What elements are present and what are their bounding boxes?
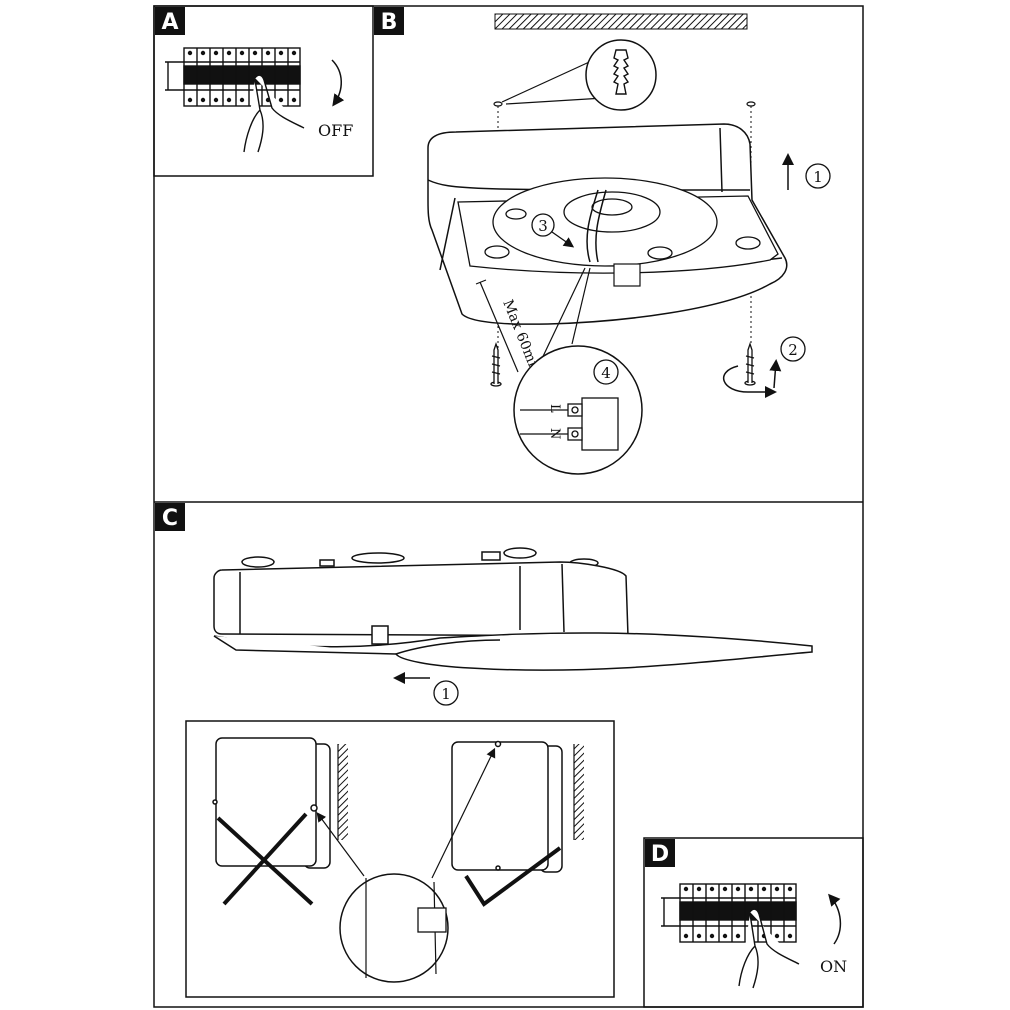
panel-d-letter: D: [651, 842, 669, 867]
panel-b-letter: B: [381, 10, 398, 35]
switch-on-arrow: [828, 893, 842, 945]
lamp-side-view: [213, 547, 813, 671]
panel-a-letter: A: [161, 10, 178, 35]
wrong-orientation: [212, 737, 331, 869]
terminal-l-label: L: [547, 404, 562, 413]
wall-plug-icon: [612, 49, 630, 95]
wall-hatch-right: [574, 744, 584, 840]
panel-c-letter: C: [162, 506, 178, 531]
mains-cable: [586, 189, 607, 263]
step-1-label: 1: [813, 168, 823, 186]
correct-orientation: [451, 740, 563, 873]
panel-c-letter-box: [155, 503, 185, 531]
breaker-bank-a: [165, 47, 301, 107]
wrong-cross-icon: [216, 812, 314, 906]
switch-off-arrow: [331, 59, 345, 107]
screw-left-icon: [490, 341, 502, 387]
terminal-block: [613, 263, 641, 287]
panel-d-letter-box: [645, 839, 675, 867]
step-3-label: 3: [538, 217, 548, 235]
step-c1-label: 1: [441, 685, 451, 703]
switch-off-label: OFF: [318, 121, 353, 140]
switch-on-label: ON: [820, 957, 847, 976]
screw-rotate-arrow: [722, 365, 777, 398]
orientation-box: [185, 720, 615, 998]
panel-b-letter-box: [374, 7, 404, 35]
breaker-bank-d: [661, 883, 797, 943]
step-4-badge: [593, 359, 619, 385]
step-4-label: 4: [601, 364, 611, 382]
outer-frame: [153, 5, 864, 1008]
wall-plug-detail: [585, 39, 657, 111]
step-2-label: 2: [788, 341, 798, 359]
wall-hatch-left: [338, 744, 348, 840]
hand-icon: [243, 74, 305, 153]
clip-detail: [339, 873, 449, 983]
panel-b: B: [374, 7, 831, 475]
panel-a: A: [153, 5, 374, 177]
step-c1-badge: [433, 680, 459, 706]
panel-a-letter-box: [155, 7, 185, 35]
cable-length-line: [479, 281, 519, 373]
drill-hole-right: [746, 101, 756, 107]
hand-icon-d: [738, 908, 800, 989]
panel-d: D ON: [643, 837, 864, 1008]
connector-block: [520, 397, 619, 451]
step-1-badge: [805, 163, 831, 189]
ceiling-hatch: [494, 13, 748, 30]
clip-icon: [417, 907, 447, 933]
terminal-n-label: N: [547, 428, 562, 439]
screw-right-icon: [744, 341, 756, 386]
step-2-badge: [780, 336, 806, 362]
correct-check-icon: [464, 846, 562, 907]
drill-hole-left: [493, 101, 503, 107]
step-3-badge: [531, 213, 555, 237]
panel-c: C 1: [155, 503, 813, 998]
